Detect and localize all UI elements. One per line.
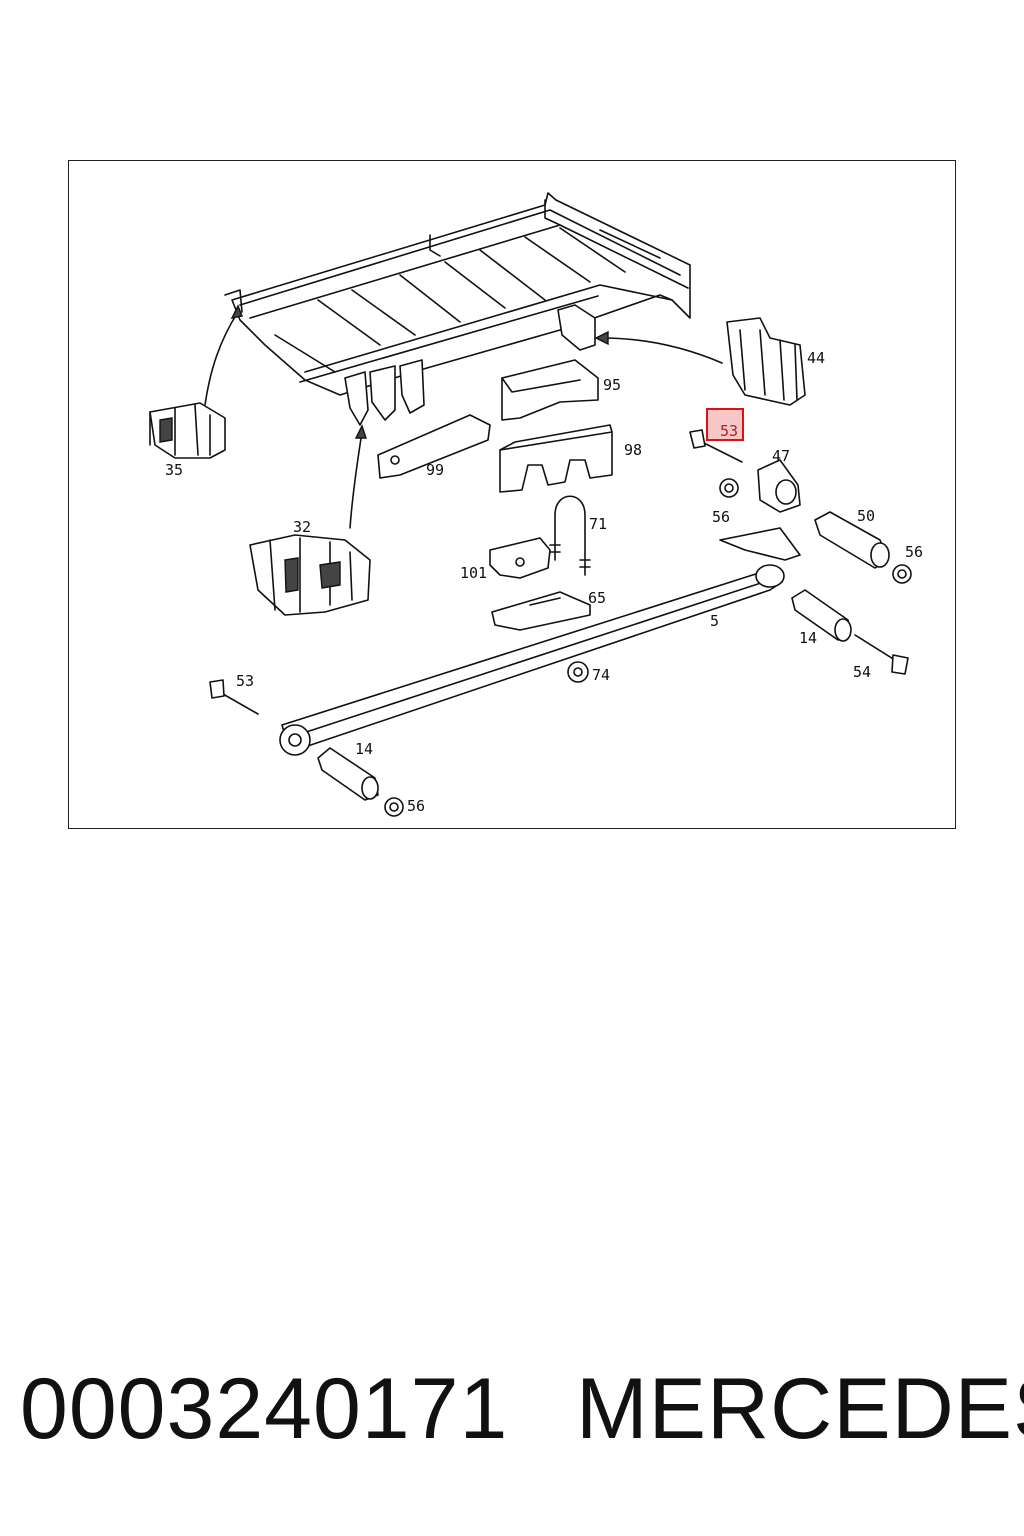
part-47-shackle — [719, 459, 801, 561]
part-caption: 0003240171 MERCEDES — [20, 1360, 1024, 1480]
highlight-box[interactable] — [706, 408, 744, 441]
label-98: 98 — [624, 441, 642, 459]
label-65: 65 — [588, 589, 606, 607]
part-95 — [501, 359, 599, 421]
brand-name: MERCEDES — [576, 1361, 1024, 1457]
label-35: 35 — [165, 461, 183, 479]
label-54: 54 — [853, 663, 871, 681]
label-53-left: 53 — [236, 672, 254, 690]
label-53-highlighted[interactable]: 53 — [720, 422, 738, 440]
label-5: 5 — [710, 612, 719, 630]
assembly-arrows — [204, 304, 723, 529]
label-14-left: 14 — [355, 740, 373, 758]
label-101: 101 — [460, 564, 487, 582]
part-35-bracket — [149, 402, 226, 459]
label-47: 47 — [772, 447, 790, 465]
label-56-bottom: 56 — [407, 797, 425, 815]
label-50: 50 — [857, 507, 875, 525]
part-65-pad — [491, 591, 591, 631]
part-44-bracket — [726, 317, 806, 406]
label-71: 71 — [589, 515, 607, 533]
part-5-leaf-spring — [279, 564, 785, 756]
part-32-bracket — [249, 534, 371, 616]
label-56-upper: 56 — [712, 508, 730, 526]
fasteners — [209, 429, 912, 817]
label-99: 99 — [426, 461, 444, 479]
part-101 — [489, 537, 551, 579]
part-98-plate — [499, 424, 613, 493]
part-71-u-bolt — [549, 495, 591, 576]
label-44: 44 — [807, 349, 825, 367]
part-number: 0003240171 — [20, 1361, 509, 1457]
label-95: 95 — [603, 376, 621, 394]
part-99 — [377, 414, 491, 479]
label-32: 32 — [293, 518, 311, 536]
chassis-frame — [224, 192, 691, 426]
label-74: 74 — [592, 666, 610, 684]
label-56-right: 56 — [905, 543, 923, 561]
label-14-right: 14 — [799, 629, 817, 647]
